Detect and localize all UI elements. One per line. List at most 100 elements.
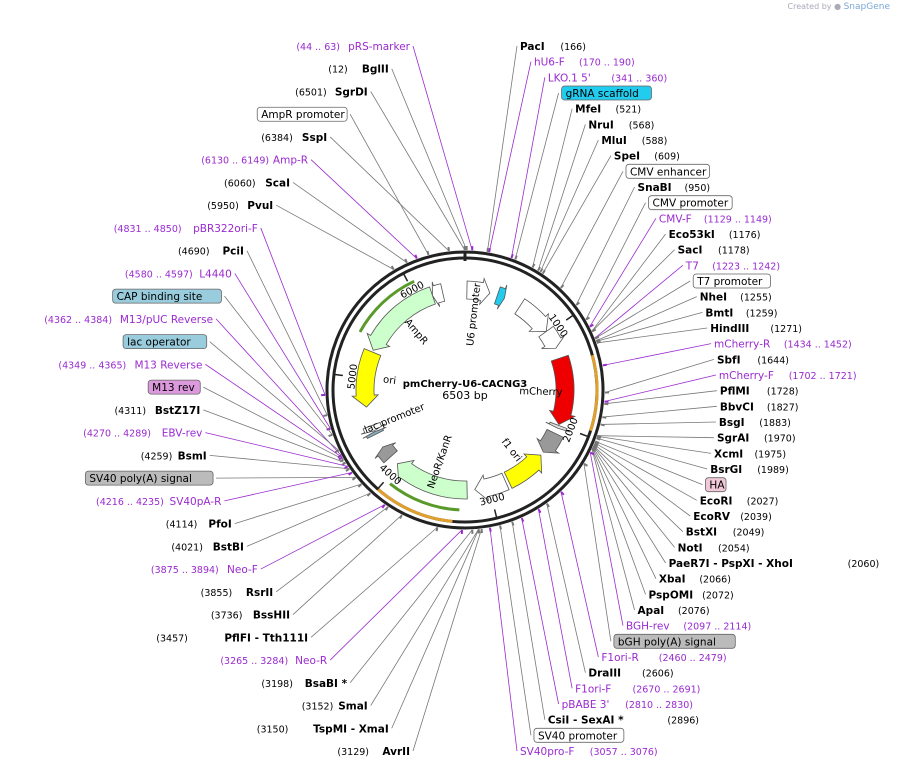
label-left-13[interactable]: lac operator: [122, 334, 208, 350]
label-left-24[interactable]: RsrII(3855): [201, 587, 274, 599]
leader-right-24: [600, 421, 716, 425]
label-left-25[interactable]: BssHII(3736): [211, 610, 290, 622]
tick-mark-1: [579, 432, 590, 438]
label-right-20[interactable]: SbfI(1644): [717, 354, 789, 366]
label-right-21[interactable]: mCherry-F(1702 .. 1721): [719, 370, 857, 382]
label-left-31[interactable]: AvrII(3129): [337, 746, 410, 758]
leader-left-26: [310, 526, 438, 638]
label-left-20[interactable]: SV40pA-R(4216 .. 4235): [96, 496, 221, 508]
label-right-17[interactable]: BmtI(1259): [705, 307, 777, 319]
label-right-10[interactable]: CMV promoter: [648, 195, 733, 211]
label-left-6[interactable]: ScaI(6060): [224, 177, 290, 189]
label-right-45[interactable]: SV40pro-F(3057 .. 3076): [520, 746, 658, 758]
leader-right-11: [589, 218, 657, 327]
label-right-24[interactable]: BsgI(1883): [719, 417, 791, 429]
label-right-38[interactable]: bGH poly(A) signal: [613, 633, 736, 649]
label-right-22[interactable]: PflMI(1728): [720, 386, 799, 398]
site-tick-left-9: [323, 414, 328, 417]
label-right-25[interactable]: SgrAI(1970): [717, 433, 796, 445]
label-right-39[interactable]: F1ori-R(2460 .. 2479): [601, 652, 726, 664]
label-left-5[interactable]: Amp-R(6130 .. 6149): [201, 155, 308, 167]
site-pos-right-18: (1271): [770, 324, 802, 335]
label-left-1[interactable]: BglII(12): [328, 64, 389, 76]
label-left-14[interactable]: M13 Reverse(4349 .. 4365): [58, 359, 202, 371]
site-tick-left-23: [381, 504, 386, 509]
label-right-28[interactable]: HA: [705, 477, 727, 493]
label-left-2[interactable]: SgrDI(6501): [295, 86, 368, 98]
label-right-16[interactable]: NheI(1255): [700, 292, 772, 304]
label-right-4[interactable]: MfeI(521): [575, 104, 641, 116]
label-right-11[interactable]: CMV-F(1129 .. 1149): [659, 213, 772, 225]
label-left-12[interactable]: M13/pUC Reverse(4362 .. 4384): [44, 314, 213, 326]
leader-left-6: [292, 182, 408, 263]
label-right-15[interactable]: T7 promoter: [692, 273, 771, 289]
label-left-0[interactable]: pRS-marker(44 .. 63): [296, 41, 410, 53]
label-right-41[interactable]: F1ori-F(2670 .. 2691): [575, 683, 700, 695]
label-left-19[interactable]: SV40 poly(A) signal: [84, 470, 214, 486]
label-left-16[interactable]: BstZ17I(4311): [114, 405, 200, 417]
label-right-1[interactable]: hU6-F(170 .. 190): [534, 57, 635, 69]
label-right-43[interactable]: CsiI - SexAI *(2896): [548, 715, 699, 727]
label-right-36[interactable]: ApaI(2076): [638, 605, 710, 617]
label-left-15[interactable]: M13 rev: [147, 379, 201, 395]
site-pos-left-21: (4114): [166, 520, 198, 531]
label-left-26[interactable]: PflFI - Tth111I(3457): [156, 632, 308, 644]
leader-left-19: [216, 476, 356, 479]
label-left-29[interactable]: SmaI(3152): [302, 701, 368, 713]
site-tick-left-6: [404, 258, 408, 264]
label-right-14[interactable]: T7(1223 .. 1242): [685, 260, 780, 272]
label-right-42[interactable]: pBABE 3'(2810 .. 2830): [562, 699, 693, 711]
label-left-18[interactable]: BsmI(4259): [141, 450, 207, 462]
label-left-22[interactable]: BstBI(4021): [171, 541, 244, 553]
label-left-4[interactable]: SspI(6384): [261, 132, 327, 144]
site-name-right-35: PspOMI: [649, 589, 694, 601]
label-right-8[interactable]: CMV enhancer: [625, 163, 710, 179]
label-left-9[interactable]: PciI(4690): [178, 246, 244, 258]
label-left-28[interactable]: BsaBI *(3198): [261, 678, 347, 690]
label-right-0[interactable]: PacI(166): [520, 41, 586, 53]
label-right-32[interactable]: NotI(2054): [678, 542, 750, 554]
label-right-3[interactable]: gRNA scaffold: [561, 85, 652, 101]
label-right-44[interactable]: SV40 promoter: [533, 727, 625, 743]
label-right-30[interactable]: EcoRV(2039): [693, 511, 772, 523]
label-left-23[interactable]: Neo-F(3875 .. 3894): [151, 564, 258, 576]
label-right-40[interactable]: DraIII(2606): [588, 668, 673, 680]
label-right-35[interactable]: PspOMI(2072): [649, 589, 734, 601]
label-left-30[interactable]: TspMI - XmaI(3150): [257, 723, 389, 735]
label-right-9[interactable]: SnaBI(950): [638, 182, 711, 194]
label-right-37[interactable]: BGH-rev(2097 .. 2114): [626, 621, 751, 633]
label-left-11[interactable]: CAP binding site: [112, 288, 222, 304]
label-right-6[interactable]: MluI(588): [601, 135, 667, 147]
label-right-13[interactable]: SacI(1178): [678, 245, 750, 257]
leader-right-25: [597, 435, 714, 439]
label-right-26[interactable]: XcmI(1975): [714, 448, 786, 460]
label-left-10[interactable]: L4440(4580 .. 4597): [125, 268, 232, 280]
label-right-27[interactable]: BsrGI(1989): [710, 464, 789, 476]
label-left-21[interactable]: PfoI(4114): [166, 519, 232, 531]
label-left-7[interactable]: PvuI(5950): [207, 200, 273, 212]
site-pos-right-4: (521): [616, 105, 642, 116]
label-right-18[interactable]: HindIII(1271): [710, 323, 802, 335]
label-left-3[interactable]: AmpR promoter: [256, 106, 348, 122]
site-labels[interactable]: PacI(166) hU6-F(170 .. 190) LKO.1 5'(341 .…: [44, 41, 879, 758]
leader-right-5: [537, 124, 586, 271]
label-right-33[interactable]: PaeR7I - PspXI - XhoI(2060): [669, 558, 880, 570]
label-right-31[interactable]: BstXI(2049): [686, 527, 765, 539]
label-left-8[interactable]: pBR322ori-F(4831 .. 4850): [114, 223, 258, 235]
label-right-5[interactable]: NruI(568): [588, 119, 654, 131]
site-tick-left-24: [384, 506, 389, 511]
label-right-12[interactable]: Eco53kI(1176): [669, 229, 761, 241]
label-right-29[interactable]: EcoRI(2027): [700, 495, 779, 507]
site-name-right-30: EcoRV: [693, 511, 731, 523]
site-tick-right-10: [585, 316, 590, 321]
label-left-27[interactable]: Neo-R(3265 .. 3284): [220, 655, 327, 667]
tick-mark-4: [332, 373, 343, 377]
label-left-17[interactable]: EBV-rev(4270 .. 4289): [83, 428, 202, 440]
label-right-34[interactable]: XbaI(2066): [659, 574, 731, 586]
label-right-2[interactable]: LKO.1 5'(341 .. 360): [548, 72, 667, 84]
label-right-7[interactable]: SpeI(609): [614, 151, 680, 163]
site-name-right-43: CsiI - SexAI *: [548, 715, 624, 727]
label-right-23[interactable]: BbvCI(1827): [720, 401, 799, 413]
label-right-19[interactable]: mCherry-R(1434 .. 1452): [714, 339, 852, 351]
site-pos-left-8: (4831 .. 4850): [114, 224, 182, 235]
